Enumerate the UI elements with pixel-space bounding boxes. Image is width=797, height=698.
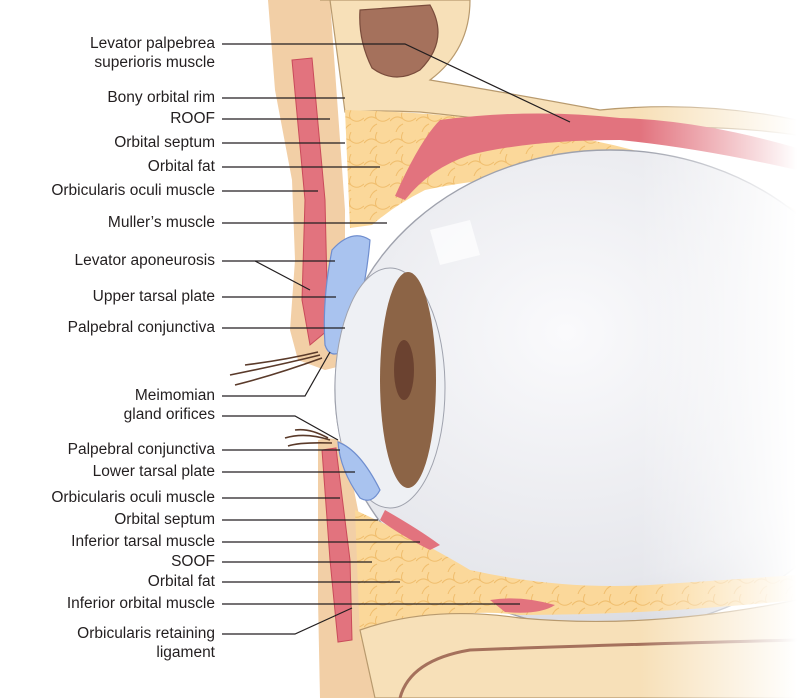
label-orbital-fat-upper: Orbital fat <box>147 158 215 175</box>
label-levator-palpebrae-line1: Levator palpebrea <box>90 35 215 52</box>
pupil <box>394 340 414 400</box>
leader-meibomian <box>222 351 331 397</box>
label-orbital-fat-lower: Orbital fat <box>147 573 215 590</box>
label-roof: ROOF <box>170 110 215 127</box>
orbicularis-upper-shape <box>291 57 329 346</box>
label-inferior-orbital-muscle: Inferior orbital muscle <box>66 595 215 612</box>
label-bony-orbital-rim: Bony orbital rim <box>107 89 215 106</box>
frontal-sinus <box>359 4 439 78</box>
label-orbicularis-retaining-line1: Orbicularis retaining <box>77 625 215 642</box>
right-fade <box>640 0 797 698</box>
label-upper-tarsal-plate: Upper tarsal plate <box>92 288 215 305</box>
label-palpebral-conjunctiva-upper: Palpebral conjunctiva <box>67 319 215 336</box>
label-levator-aponeurosis: Levator aponeurosis <box>74 252 215 269</box>
label-meibomian-gland-orifices: Meimomian gland orifices <box>124 386 215 424</box>
upper-eyelashes <box>229 351 323 386</box>
leader-gland-orifices <box>222 415 339 441</box>
label-orbital-septum-lower: Orbital septum <box>114 511 215 528</box>
eye-highlight <box>430 220 480 265</box>
label-muller-muscle: Muller’s muscle <box>107 214 215 231</box>
leader-orbicularis-retaining <box>222 607 353 635</box>
lower-tarsal-plate-shape <box>337 441 381 501</box>
label-palpebral-conjunctiva-lower: Palpebral conjunctiva <box>67 441 215 458</box>
label-levator-palpebrae: Levator palpebrea superioris muscle <box>90 34 215 72</box>
label-inferior-tarsal-muscle: Inferior tarsal muscle <box>71 533 215 550</box>
label-orbital-septum-upper: Orbital septum <box>114 134 215 151</box>
label-orbicularis-retaining-ligament: Orbicularis retaining ligament <box>77 624 215 662</box>
inferior-tarsal-muscle-shape <box>380 510 440 550</box>
label-levator-palpebrae-line2: superioris muscle <box>94 54 215 71</box>
label-meibomian-line2: gland orifices <box>123 406 215 423</box>
label-lower-tarsal-plate: Lower tarsal plate <box>92 463 215 480</box>
leader-levator-palpebrae <box>222 43 571 123</box>
inferior-orbital-muscle-shape <box>490 598 555 613</box>
label-orbicularis-oculi-lower: Orbicularis oculi muscle <box>51 489 215 506</box>
orbicularis-lower-shape <box>321 447 353 643</box>
label-soof: SOOF <box>171 553 215 570</box>
leader-lines <box>222 43 571 635</box>
lower-eyelashes <box>284 428 333 447</box>
label-meibomian-line1: Meimomian <box>134 387 215 404</box>
label-orbicularis-oculi-upper: Orbicularis oculi muscle <box>51 182 215 199</box>
frontal-bone <box>320 0 797 136</box>
label-orbicularis-retaining-line2: ligament <box>156 644 215 661</box>
